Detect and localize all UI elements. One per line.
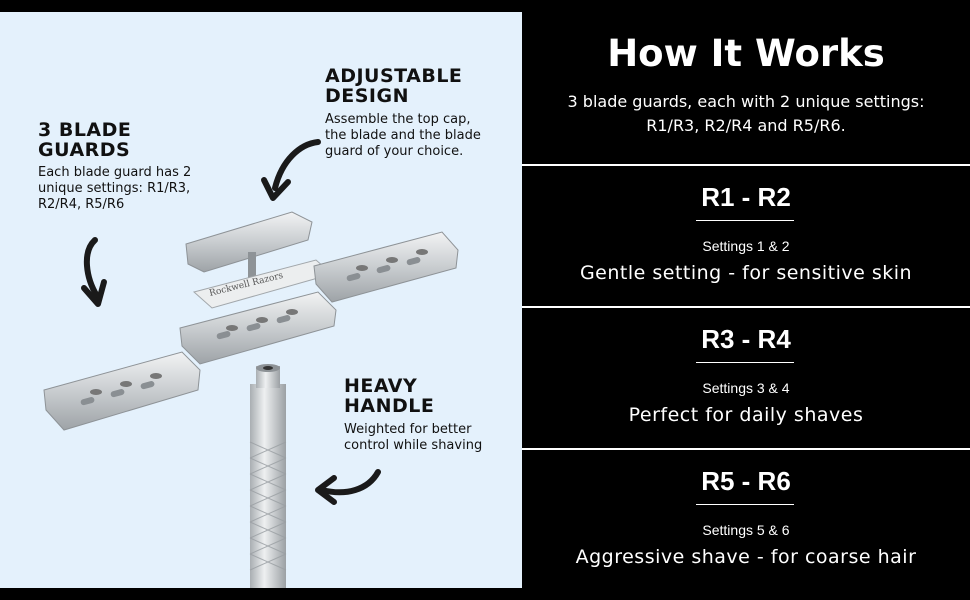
arrow-adjustable-icon: [261, 139, 321, 201]
section-divider: [522, 164, 970, 166]
blade-guards-description: Each blade guard has 2 unique settings: …: [38, 165, 192, 212]
blade-guard-center-image: [179, 291, 337, 365]
setting-description: Gentle setting - for sensitive skin: [579, 262, 913, 284]
section-divider: [522, 448, 970, 450]
setting-code: R1 - R2: [701, 182, 791, 212]
heavy-handle-description: Weighted for better control while shavin…: [344, 422, 483, 453]
blade-guards-heading: 3 BLADE GUARDS: [38, 119, 132, 161]
adjustable-design-description: Assemble the top cap, the blade and the …: [325, 112, 481, 159]
setting-card-r5-r6: R5 - R6 Settings 5 & 6 Aggressive shave …: [522, 450, 970, 588]
setting-description: Perfect for daily shaves: [628, 404, 864, 426]
handle-image: [249, 364, 287, 588]
setting-numbers: Settings 3 & 4: [702, 380, 790, 396]
how-it-works-subtitle: 3 blade guards, each with 2 unique setti…: [567, 92, 925, 135]
how-it-works-panel: How It Works 3 blade guards, each with 2…: [522, 0, 970, 600]
how-it-works-title: How It Works: [607, 32, 885, 75]
arrow-handle-icon: [315, 469, 381, 505]
setting-numbers: Settings 5 & 6: [702, 522, 790, 538]
setting-description: Aggressive shave - for coarse hair: [575, 546, 917, 568]
product-illustration-panel: Rockwell Razors: [0, 12, 522, 588]
setting-underline: [696, 220, 794, 221]
section-divider: [522, 306, 970, 308]
setting-underline: [696, 362, 794, 363]
razor-exploded-view: Rockwell Razors: [43, 139, 459, 588]
adjustable-design-heading: ADJUSTABLE DESIGN: [325, 65, 463, 107]
setting-underline: [696, 504, 794, 505]
setting-numbers: Settings 1 & 2: [702, 238, 790, 254]
heavy-handle-heading: HEAVY HANDLE: [344, 375, 435, 417]
arrow-blade-guards-icon: [81, 237, 107, 307]
setting-code: R3 - R4: [701, 324, 791, 354]
setting-code: R5 - R6: [701, 466, 791, 496]
top-cap-image: [185, 211, 313, 284]
setting-card-r1-r2: R1 - R2 Settings 1 & 2 Gentle setting - …: [522, 166, 970, 304]
blade-guard-left-image: [43, 351, 201, 431]
blade-guard-right-image: [313, 231, 459, 303]
setting-card-r3-r4: R3 - R4 Settings 3 & 4 Perfect for daily…: [522, 308, 970, 446]
